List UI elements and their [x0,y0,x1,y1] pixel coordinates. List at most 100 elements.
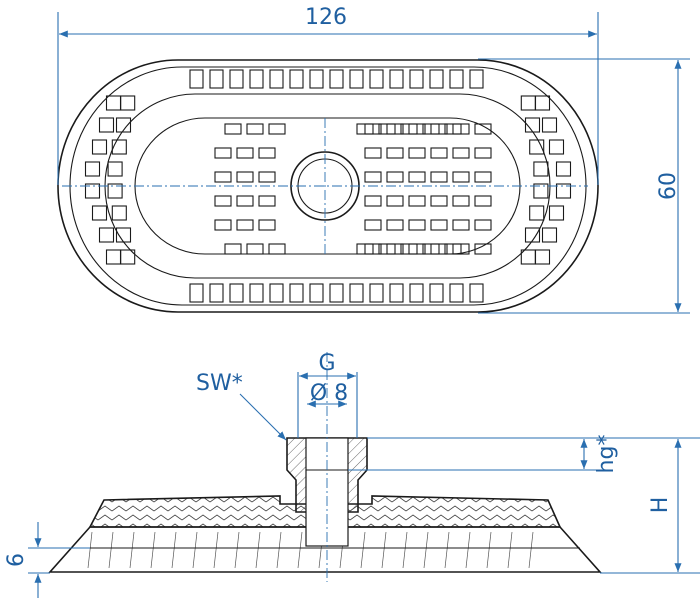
rib-cell [98,117,115,133]
rib-cell [246,243,264,255]
skirt-rib [192,531,198,569]
side-view [48,352,602,582]
wrench-callout: SW* [196,371,287,441]
rib-cell [452,123,470,135]
rib-cell [386,171,404,183]
skirt-rib [444,531,450,569]
rib-cell [258,219,276,231]
rib-cell [269,69,284,89]
dimension-height: H [600,439,700,574]
skirt-rib [276,531,282,569]
rib-cell [111,205,127,221]
rib-cell [84,161,101,177]
skirt-rib [108,531,114,569]
base-skirt [48,526,602,573]
rib-cell [452,195,470,207]
rib-cell [105,95,122,111]
rib-cell [258,195,276,207]
rib-cell [452,147,470,159]
skirt-rib [150,531,156,569]
length-value: 126 [305,5,347,30]
rib-cell [408,147,426,159]
rib-cell [408,243,426,255]
rib-cell [429,69,444,89]
rib-cell [236,171,254,183]
rib-cell [452,171,470,183]
rib-cell [349,283,364,303]
rib-cell [409,69,424,89]
skirt-rib [423,531,429,569]
rib-cell [349,69,364,89]
rib-cell [214,195,232,207]
rib-cell [84,183,101,199]
rib-cell [548,205,565,221]
rib-cell [474,171,492,183]
bore-label: Ø 8 [310,381,348,406]
dimension-width: 60 [478,58,690,314]
rib-cell [449,69,464,89]
skirt-rib [486,531,492,569]
rib-cell [452,219,470,231]
rib-cell [474,219,492,231]
support-ribs [84,69,572,303]
skirt-rib [528,531,534,569]
rib-cell [364,219,382,231]
rib-cell [408,219,426,231]
rib-cell [364,195,382,207]
skirt-rib [297,531,303,569]
thread-label: G [318,351,335,376]
rib-cell [107,183,123,199]
rib-cell [91,205,108,221]
rib-cell [469,69,484,89]
rib-cell [430,219,448,231]
rib-cell [91,139,108,155]
rib-cell [430,171,448,183]
rib-cell [120,95,136,111]
rib-cell [389,69,404,89]
wrench-label: SW* [196,371,243,396]
rib-cell [364,243,382,255]
skirt-rib [87,531,93,569]
rib-cell [214,171,232,183]
rib-cell [246,123,264,135]
cup-inner-rim [69,66,587,306]
rib-cell [249,69,264,89]
skirt-rib [129,531,135,569]
rib-cell [329,283,344,303]
rib-cell [189,69,204,89]
rib-cell [269,283,284,303]
rib-cell [189,283,204,303]
rib-cell [209,283,224,303]
skirt-rib [381,531,387,569]
skirt-rib [255,531,261,569]
rib-cell [289,283,304,303]
rib-cell [224,123,242,135]
rib-cell [105,249,122,265]
rib-cell [369,283,384,303]
rib-cell [258,171,276,183]
rib-cell [386,243,404,255]
skirt-rib [507,531,513,569]
rib-cell [409,283,424,303]
rib-cell [408,171,426,183]
skirt-rib [171,531,177,569]
skirt-rib [234,531,240,569]
rib-cell [115,117,132,133]
rib-cell [386,147,404,159]
rib-cell [386,195,404,207]
rib-cell [541,227,558,243]
dimension-length: 126 [57,5,599,185]
width-value: 60 [656,172,681,200]
rib-cell [520,95,536,111]
dimension-lip: 6 [4,522,90,598]
rib-cell [229,283,244,303]
rib-cell [386,123,404,135]
rib-cell [474,195,492,207]
skirt-rib [465,531,471,569]
top-view [57,59,599,313]
rib-cell [364,123,382,135]
dimension-bore: Ø 8 [307,381,348,408]
rib-cell [120,249,136,265]
rib-cell [209,69,224,89]
rib-cell [386,219,404,231]
